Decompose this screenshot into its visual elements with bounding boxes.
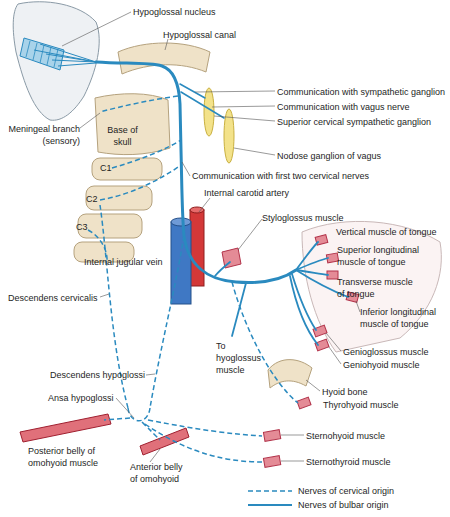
leader-line bbox=[306, 380, 320, 391]
leader-line bbox=[100, 294, 109, 297]
anatomy-label: Styloglossus muscle bbox=[262, 212, 344, 224]
skull-canal bbox=[118, 43, 210, 74]
leader-line bbox=[234, 148, 275, 155]
anatomy-label: Communication with vagus nerve bbox=[277, 101, 410, 113]
leader-line bbox=[80, 113, 100, 128]
leader-line bbox=[281, 435, 304, 436]
anatomy-label: Posterior belly of omohyoid muscle bbox=[28, 445, 108, 469]
leader-line bbox=[182, 162, 190, 176]
leader-line bbox=[62, 12, 131, 46]
carotid-artery bbox=[190, 210, 204, 286]
muscle-block bbox=[297, 397, 311, 409]
cervical-nerves bbox=[88, 96, 298, 462]
nerve-branch bbox=[180, 84, 205, 98]
anatomy-label: Transverse muscle of tongue bbox=[337, 276, 417, 300]
nerve-branch bbox=[145, 424, 262, 462]
nerve-rootlets bbox=[34, 44, 96, 66]
leader-line bbox=[199, 198, 210, 212]
sympathetic-ganglion bbox=[204, 88, 214, 136]
leader-line bbox=[146, 374, 155, 375]
anatomy-label: Genioglossus muscle bbox=[343, 346, 429, 358]
leader-line bbox=[212, 106, 275, 107]
muscle-block bbox=[263, 430, 280, 442]
leader-line bbox=[329, 347, 341, 364]
muscle-block bbox=[313, 325, 327, 337]
anatomy-label: Anterior belly of omohyoid bbox=[130, 461, 192, 485]
skull-base bbox=[95, 94, 170, 155]
anatomy-label: Internal jugular vein bbox=[84, 256, 163, 268]
leader-line bbox=[214, 116, 275, 121]
muscle-block bbox=[263, 456, 280, 468]
nerve-branch bbox=[290, 276, 318, 345]
c2-nerve bbox=[100, 165, 181, 200]
anatomy-label: Descendens cervicalis bbox=[8, 292, 98, 304]
leader-line bbox=[116, 398, 134, 418]
anatomy-label: Thyrohyoid muscle bbox=[323, 399, 399, 411]
legend-text: Nerves of cervical origin bbox=[298, 485, 394, 497]
leader-line bbox=[195, 91, 275, 92]
leader-line bbox=[326, 333, 341, 351]
tongue-outline bbox=[302, 221, 441, 352]
ansa-loop bbox=[128, 408, 150, 421]
muscle-block bbox=[222, 248, 241, 268]
legend-text: Nerves of bulbar origin bbox=[298, 499, 389, 511]
anatomy-label: Superior cervical sympathetic ganglion bbox=[277, 116, 431, 128]
anatomy-label: Superior longitudinal muscle of tongue bbox=[337, 244, 432, 268]
anatomy-label: Geniohyoid muscle bbox=[343, 359, 420, 371]
vein-end bbox=[171, 218, 191, 226]
anatomy-label: Internal carotid artery bbox=[204, 187, 289, 199]
anatomy-label: Sternothyroid muscle bbox=[306, 456, 391, 468]
legend-sample bbox=[248, 504, 292, 506]
nerve-branch bbox=[296, 258, 328, 270]
nerve-branch bbox=[104, 418, 130, 420]
anatomy-label: Communication with sympathetic ganglion bbox=[277, 86, 445, 98]
anatomy-label: Hypoglossal canal bbox=[163, 29, 236, 41]
anatomy-label: Base of skull bbox=[100, 124, 145, 148]
anatomy-label: Vertical muscle of tongue bbox=[336, 226, 437, 238]
anatomy-label: To hyoglossus muscle bbox=[216, 340, 266, 376]
vertebra bbox=[78, 214, 142, 238]
anatomy-label: Ansa hypoglossi bbox=[48, 392, 114, 404]
leader-line bbox=[356, 301, 360, 312]
vertebra bbox=[92, 158, 162, 180]
anatomy-label: C2 bbox=[86, 193, 98, 205]
anatomy-label: Meningeal branch (sensory) bbox=[0, 123, 80, 147]
anatomy-label: C3 bbox=[76, 221, 88, 233]
nerve-branch bbox=[232, 282, 298, 403]
brainstem bbox=[13, 2, 99, 121]
legend-sample bbox=[248, 490, 292, 492]
anatomy-label: Descendens hypoglossi bbox=[50, 369, 145, 381]
vertebra bbox=[86, 186, 152, 210]
nerve-branch bbox=[215, 262, 230, 276]
nerve-branch bbox=[181, 92, 224, 118]
leader-line bbox=[281, 461, 304, 462]
leader-line bbox=[238, 219, 262, 250]
hyoid-bone bbox=[268, 360, 312, 388]
anatomy-label: Inferior longitudinal muscle of tongue bbox=[360, 306, 448, 330]
nerve-branch bbox=[148, 420, 262, 436]
anatomy-label: C1 bbox=[100, 162, 112, 174]
hypoglossal-nucleus bbox=[20, 38, 64, 70]
leader-line bbox=[165, 39, 168, 50]
omohyoid-anterior bbox=[140, 428, 189, 455]
anatomy-label: Nodose ganglion of vagus bbox=[277, 150, 381, 162]
meningeal-branch bbox=[100, 96, 178, 112]
anatomy-label: Hypoglossal nucleus bbox=[133, 6, 216, 18]
leader-line bbox=[150, 449, 160, 462]
anatomy-label: Sternohyoid muscle bbox=[306, 430, 385, 442]
omohyoid-posterior bbox=[20, 414, 111, 442]
anatomy-label: Hyoid bone bbox=[322, 386, 368, 398]
anatomy-label: Communication with first two cervical ne… bbox=[192, 170, 369, 182]
